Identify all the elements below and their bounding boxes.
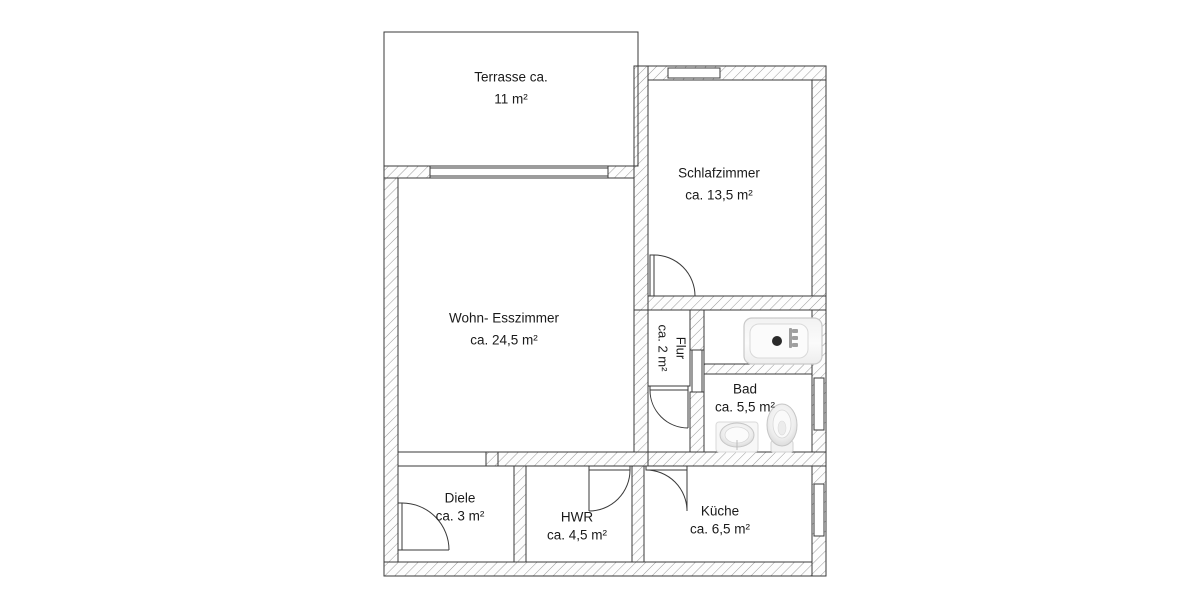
toilet-water-icon — [777, 420, 787, 436]
room-outline-group — [383, 31, 813, 563]
wall-living-south — [485, 451, 649, 467]
wall-living-flur — [633, 309, 649, 467]
label-wohn-name: Wohn- Esszimmer — [449, 311, 560, 326]
outline-kueche — [643, 465, 813, 563]
outline-bad — [703, 309, 813, 453]
wall-bad-south — [647, 451, 827, 467]
window-schlafzimmer-north — [667, 67, 721, 79]
label-schlafzimmer-name: Schlafzimmer — [678, 166, 760, 181]
window-kueche-east — [813, 483, 825, 537]
wall-living-stub — [485, 451, 499, 467]
label-terrasse-name: Terrasse ca. — [474, 70, 548, 85]
wall-living-bedroom — [633, 65, 649, 311]
window-bad-east — [813, 377, 825, 431]
bathtub-faucet-icon — [789, 328, 798, 348]
bathtub-drain-icon — [772, 336, 782, 346]
label-kueche-area: ca. 6,5 m² — [690, 522, 751, 537]
wall-hwr-kueche — [631, 465, 645, 563]
wall-diele-hwr — [513, 465, 527, 563]
wall-west-exterior — [383, 165, 399, 577]
label-terrasse-area: 11 m² — [494, 92, 528, 107]
outline-schlafzimmer — [647, 79, 813, 297]
label-wohn-area: ca. 24,5 m² — [470, 333, 538, 348]
toilet-fixture — [766, 403, 798, 453]
outline-hwr — [525, 465, 633, 563]
label-diele-name: Diele — [445, 491, 476, 506]
opening-bad-west — [691, 349, 703, 393]
door-entry-diele — [397, 502, 450, 551]
label-hwr-name: HWR — [561, 510, 593, 525]
label-kueche-name: Küche — [701, 504, 739, 519]
label-diele-area: ca. 3 m² — [436, 509, 485, 524]
wall-south-exterior — [383, 561, 827, 577]
label-flur-name: Flur — [674, 337, 689, 360]
label-bad-area: ca. 5,5 m² — [715, 400, 776, 415]
door-group — [397, 254, 696, 551]
wall-north-exterior — [633, 65, 827, 81]
outline-wohn — [397, 177, 635, 453]
label-bad-name: Bad — [733, 382, 757, 397]
door-flur-lower — [649, 385, 689, 429]
opening-group — [429, 67, 825, 537]
wall-bad-partition — [703, 363, 813, 375]
door-schlafzimmer — [649, 254, 696, 297]
window-terrasse — [429, 167, 609, 177]
door-kueche — [645, 465, 688, 512]
wall-terrace-south-left — [383, 165, 431, 179]
label-flur-area: ca. 2 m² — [656, 325, 671, 373]
washbasin-fixture — [715, 421, 759, 453]
wall-bedroom-south — [647, 295, 827, 311]
fixture-group — [715, 317, 823, 453]
outline-terrasse — [383, 31, 639, 167]
door-hwr — [588, 465, 631, 512]
bathtub-fixture — [743, 317, 823, 365]
room-label-group: Terrasse ca. 11 m² Schlafzimmer ca. 13,5… — [436, 70, 776, 543]
label-hwr-area: ca. 4,5 m² — [547, 528, 608, 543]
label-schlafzimmer-area: ca. 13,5 m² — [685, 188, 753, 203]
wall-bad-west-upper — [689, 309, 705, 351]
